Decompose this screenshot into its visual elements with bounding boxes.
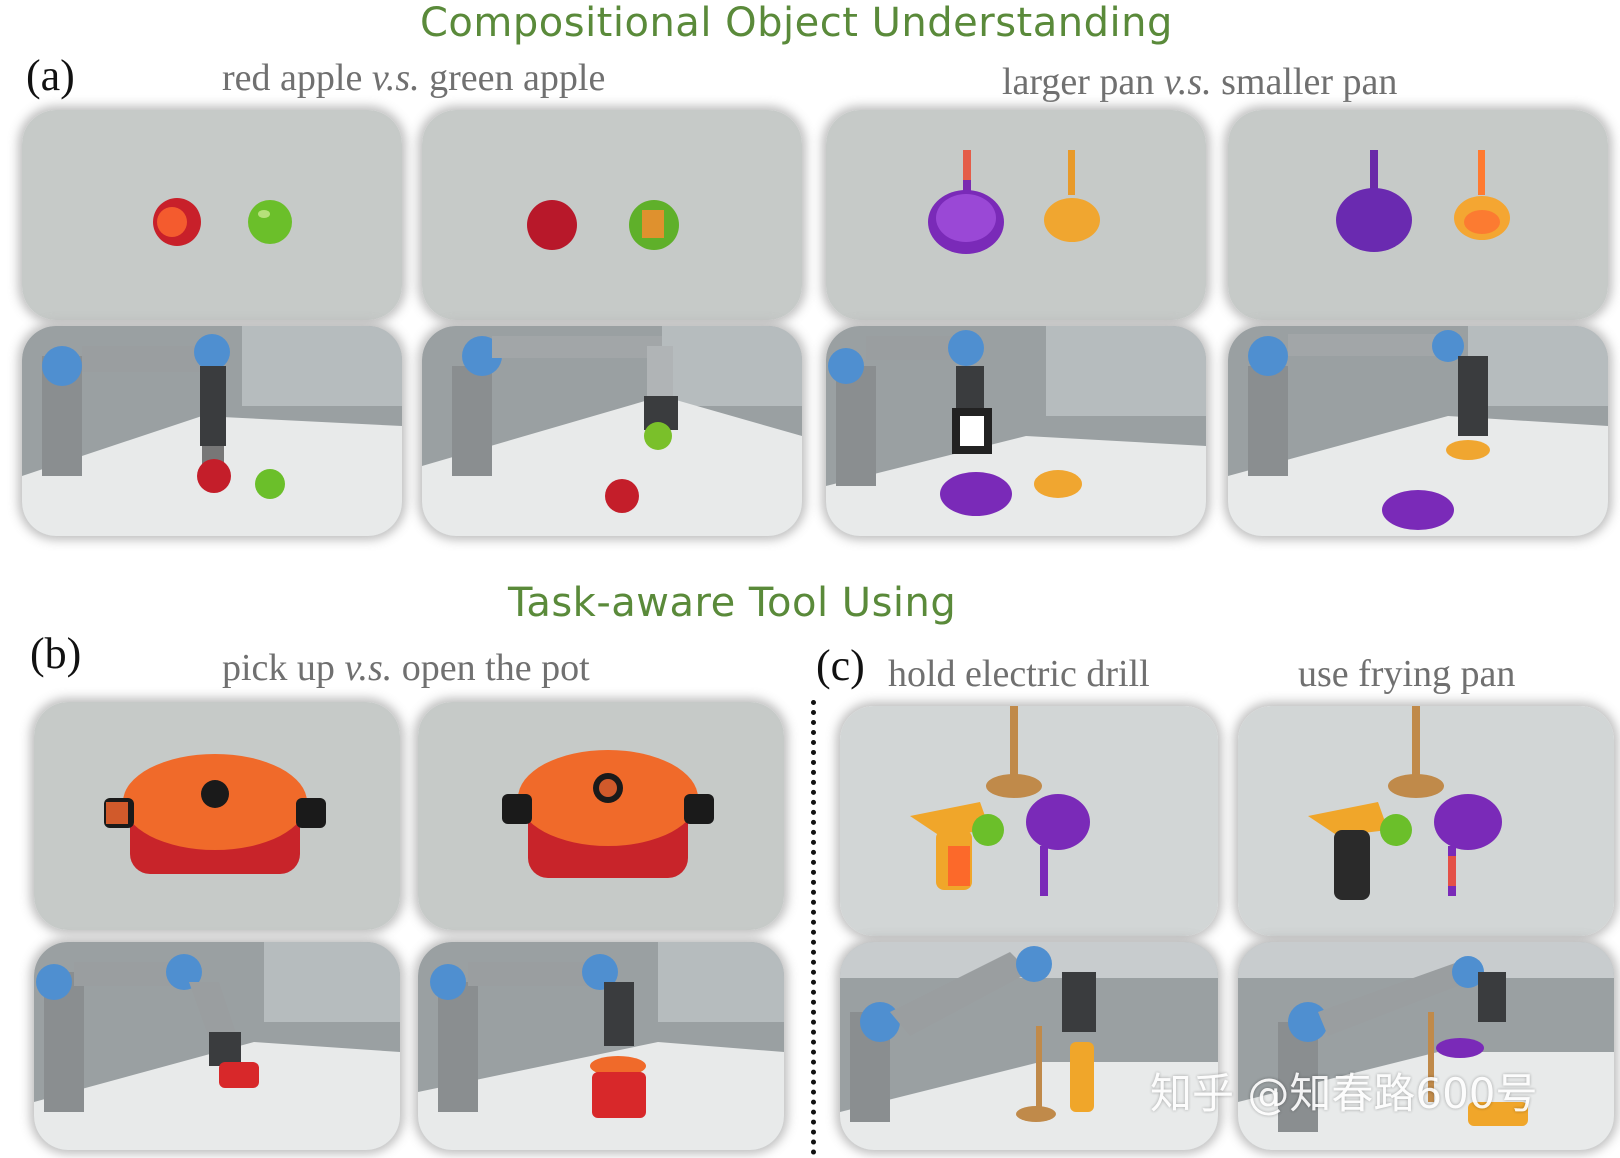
caption-apple-vs: v.s. [371, 57, 420, 99]
image-robot-open-pot-art [418, 942, 784, 1150]
image-pot-handle-highlight [34, 702, 400, 930]
watermark: 知乎 @知春路600号 [1150, 1069, 1538, 1118]
caption-pot-vs: v.s. [344, 647, 393, 689]
panel-b-label: (b) [30, 629, 82, 678]
caption-pot: pick up v.s. open the pot [222, 646, 590, 690]
caption-apple: red apple v.s. green apple [222, 56, 605, 100]
image-robot-grasp-larger-pan [826, 326, 1206, 536]
image-robot-grasp-smaller-pan [1228, 326, 1608, 536]
image-robot-hold-drill-art [840, 942, 1218, 1150]
caption-pan-pre: larger pan [1002, 61, 1164, 103]
caption-pot-post: open the pot [392, 647, 590, 689]
heading-compositional-object-understanding: Compositional Object Understanding [420, 0, 1173, 46]
image-robot-grasp-smaller-pan-art [1228, 326, 1608, 536]
image-robot-pick-up-pot [34, 942, 400, 1150]
image-pan-smaller-highlight [1228, 110, 1608, 320]
image-robot-use-frying-pan-art [1238, 942, 1614, 1150]
caption-pan: larger pan v.s. smaller pan [1002, 60, 1397, 104]
image-apple-green-highlight-art [422, 110, 802, 320]
image-apple-red-highlight-art [22, 110, 402, 320]
image-pot-lid-highlight-art [418, 702, 784, 930]
image-pan-handle-highlight-art [1238, 706, 1614, 936]
image-apple-red-highlight [22, 110, 402, 320]
caption-pot-pre: pick up [222, 647, 345, 689]
caption-pan-vs: v.s. [1163, 61, 1212, 103]
image-pan-handle-highlight [1238, 706, 1614, 936]
caption-frying-pan: use frying pan [1298, 653, 1516, 695]
image-robot-pick-up-pot-art [34, 942, 400, 1150]
image-robot-grasp-red-apple [22, 326, 402, 536]
image-pan-larger-highlight-art [826, 110, 1206, 320]
image-robot-open-pot [418, 942, 784, 1150]
image-drill-handle-highlight [840, 706, 1218, 936]
panel-divider [811, 700, 816, 1155]
panel-a-label: (a) [26, 51, 75, 100]
caption-apple-post: green apple [419, 57, 606, 99]
caption-drill: hold electric drill [888, 653, 1150, 695]
image-robot-grasp-green-apple-art [422, 326, 802, 536]
image-pan-larger-highlight [826, 110, 1206, 320]
panel-c-label: (c) [816, 641, 865, 690]
image-pot-lid-highlight [418, 702, 784, 930]
caption-apple-pre: red apple [222, 57, 372, 99]
heading-task-aware-tool-using: Task-aware Tool Using [508, 580, 957, 626]
image-apple-green-highlight [422, 110, 802, 320]
image-robot-use-frying-pan [1238, 942, 1614, 1150]
image-drill-handle-highlight-art [840, 706, 1218, 936]
caption-pan-post: smaller pan [1211, 61, 1398, 103]
image-robot-hold-drill [840, 942, 1218, 1150]
image-robot-grasp-green-apple [422, 326, 802, 536]
image-pan-smaller-highlight-art [1228, 110, 1608, 320]
image-pot-handle-highlight-art [34, 702, 400, 930]
image-robot-grasp-red-apple-art [22, 326, 402, 536]
image-robot-grasp-larger-pan-art [826, 326, 1206, 536]
